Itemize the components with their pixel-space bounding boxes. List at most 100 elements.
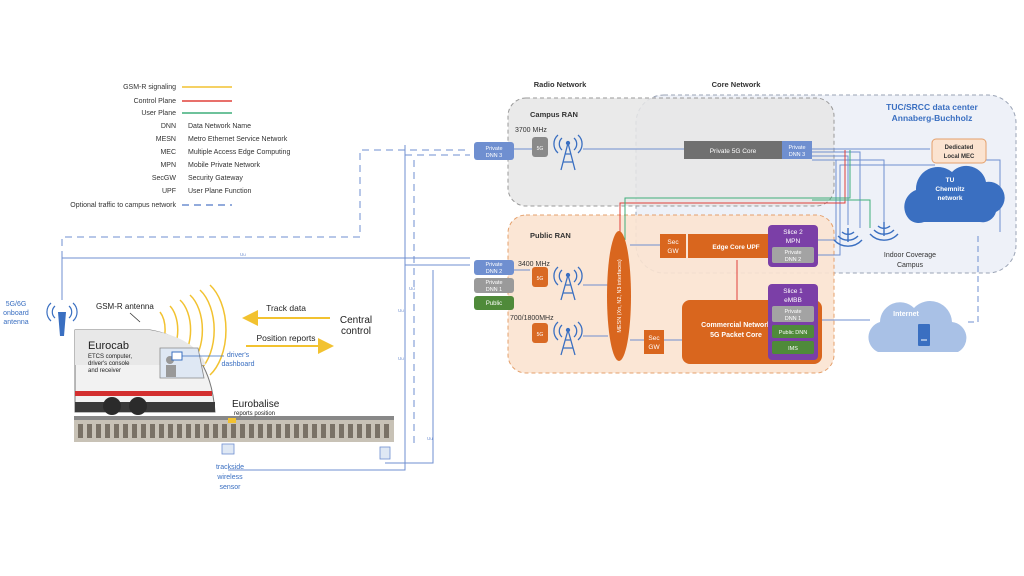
cloud-line3: network [938,195,963,202]
eurocab-sub-1: ETCS computer, [88,354,132,360]
slice1-dnn-line2: DNN 1 [785,316,802,322]
central-control-line1: Central [340,315,372,326]
track-sleeper [348,424,353,438]
dashboard-icon [171,351,183,361]
abbr-secgw: SecGW [152,175,177,182]
commercial-line1: Commercial Network [701,322,771,329]
public-dnn2-box [474,260,514,275]
tu-chemnitz-cloud-icon [904,165,1005,224]
track-sleeper [285,424,290,438]
dashboard-line2: dashboard [221,361,254,368]
track-sleeper [258,424,263,438]
core-dnn3-box [782,141,812,159]
uu-label-5: Uu [427,436,433,441]
track-sleeper [357,424,362,438]
eurobalise-sub: reports position [234,411,275,417]
track-sleeper [330,424,335,438]
public-5g-text-1: 5G [537,276,544,282]
slice2-to-mec [818,164,935,256]
uu-label-1: Uu [240,252,246,257]
abbr-mec: MEC [160,149,176,156]
edge-core-upf-label: Edge Core UPF [712,244,759,251]
onboard-antenna-line3: antenna [3,319,28,326]
uu-label-2: Uu [398,308,404,313]
track-sleeper [114,424,119,438]
campus-freq: 3700 MHz [515,127,547,134]
slice2-to-core [818,160,837,241]
private-5g-core-label: Private 5G Core [710,148,757,155]
public-5g-badge-2 [532,323,548,343]
campus-dnn3-line2: DNN 3 [486,153,503,159]
track-sleeper [294,424,299,438]
indoor-line2: Campus [897,262,924,269]
legend-control-label: Control Plane [134,98,177,105]
dashboard-line1: driver's [227,352,250,359]
public-tower-icon-2 [553,321,583,356]
slice1-dnn-box [772,306,814,322]
legend-gsmr-label: GSM-R signaling [123,84,176,91]
slice2-line1: Slice 2 [783,229,803,236]
campus-5g-text: 5G [537,146,544,152]
uu-label-3: Uu [409,286,415,291]
abbr-upf: UPF [162,188,176,195]
secgw-bottom-line2: GW [648,344,660,351]
track-sleeper [195,424,200,438]
track-sleeper [240,424,245,438]
campus-tower-icon [553,134,583,171]
campus-dnn3-box [474,142,514,160]
ims-box [772,341,814,354]
track-sleeper [96,424,101,438]
abbr-mec-desc: Multiple Access Edge Computing [188,149,290,156]
track-sleeper [213,424,218,438]
track-sleeper [231,424,236,438]
secgw-top-box [660,234,686,258]
public-tower-icon-1 [553,266,583,301]
public-dnn-label: Public DNN [779,330,807,336]
slice1-line1: Slice 1 [783,288,803,295]
slice1-dnn-line1: Private [784,309,801,315]
eurobalise-icon [228,418,236,423]
internet-label: Internet [893,311,919,318]
uu-label-4: Uu [398,356,404,361]
legend-user-label: User Plane [141,110,176,117]
onboard-antenna-line2: onboard [3,310,29,317]
commercial-line2: 5G Packet Core [710,332,762,339]
internet-cloud-icon [868,301,967,352]
track-sleeper [87,424,92,438]
eurocab-label: Eurocab [88,340,129,352]
gsmr-antenna-label: GSM-R antenna [96,302,154,311]
trackside-sensor-icon-2 [379,446,391,460]
track-sleeper [123,424,128,438]
public-dnn1-line1: Private [485,280,502,286]
secgw-bottom-line1: Sec [648,335,660,342]
track-sleeper [384,424,389,438]
gsmr-antenna-pointer [129,312,141,323]
onboard-antenna-icon [46,302,78,336]
track-data-label: Track data [266,303,306,313]
indoor-antenna-icons [833,222,899,247]
server-icon [918,324,930,346]
radio-network-header: Radio Network [534,80,587,89]
public-dnn1-box [474,278,514,293]
core-dnn3-line1: Private [788,145,805,151]
user-plane-indoor [812,199,871,228]
control-plane-line [619,150,846,240]
abbr-mpn: MPN [160,162,176,169]
legend-optional-label: Optional traffic to campus network [70,202,176,209]
slice2-dnn-line2: DNN 2 [785,257,802,263]
abbr-mesn-desc: Metro Ethernet Service Network [188,136,288,143]
public-dnn2-line1: Private [485,262,502,268]
uu-labels: Uu Uu Uu Uu Uu [240,252,433,441]
abbr-mesn: MESN [156,136,176,143]
connection-lines [61,145,1001,471]
public-ran-title: Public RAN [530,231,571,240]
indoor-line1: Indoor Coverage [884,252,936,259]
track-sleeper [150,424,155,438]
core-to-indoor-1 [812,151,861,228]
dc-title-line1: TUC/SRCC data center [886,102,978,112]
slice2-dnn-line1: Private [784,250,801,256]
track-sleeper [186,424,191,438]
position-reports-label: Position reports [256,333,315,343]
track-sleeper [132,424,137,438]
